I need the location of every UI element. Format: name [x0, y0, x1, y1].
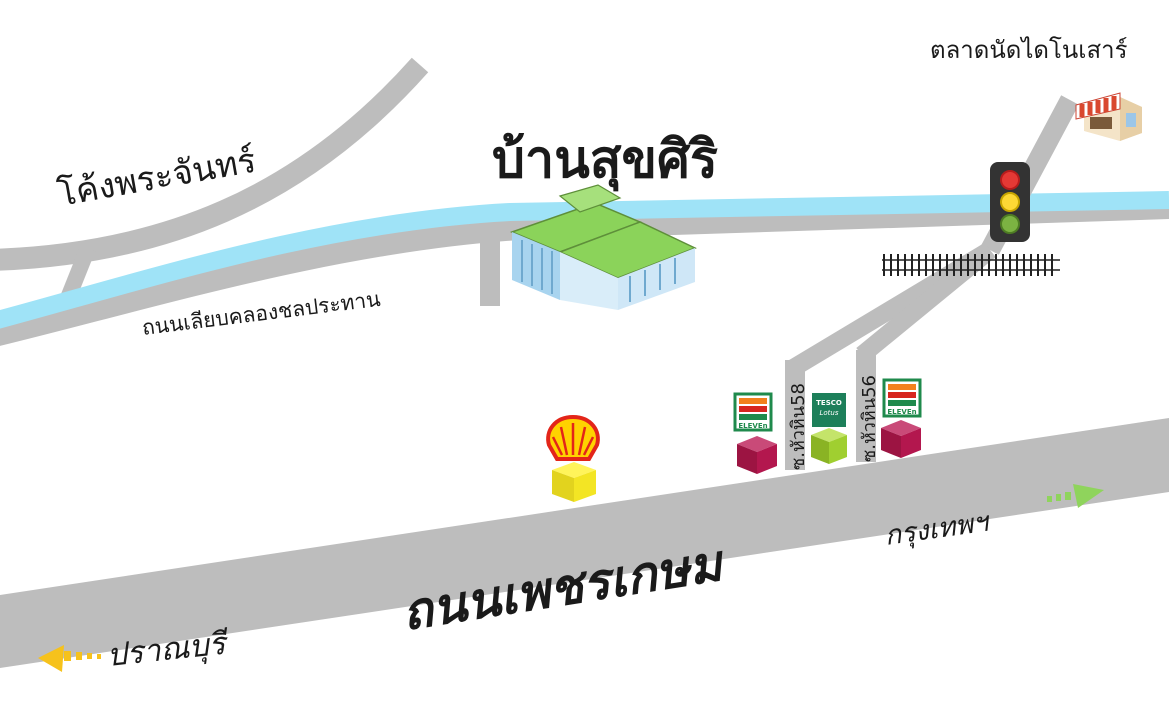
seven-eleven-logo-icon-2: ELEVEn	[882, 378, 922, 418]
arrow-left-icon	[38, 645, 101, 672]
seven-eleven-box-2	[881, 420, 921, 458]
shell-box	[552, 462, 596, 502]
arrow-right-icon	[1047, 484, 1104, 508]
seven-eleven-brand: ELEVEn	[738, 422, 767, 430]
railway-track-icon	[882, 254, 1060, 276]
seven-eleven-logo-icon: ELEVEn	[733, 392, 773, 432]
soi-56-label: ซ.หัวหิน56	[859, 375, 880, 462]
tesco-line1: TESCO	[816, 399, 842, 407]
tesco-box	[811, 428, 847, 464]
soi-58-label: ซ.หัวหิน58	[788, 383, 809, 470]
market-label: ตลาดนัดไดโนเสาร์	[930, 36, 1128, 64]
map-title: บ้านสุขศิริ	[492, 130, 718, 192]
main-road	[0, 418, 1169, 668]
house-icon	[509, 184, 697, 310]
shell-logo-icon	[546, 414, 600, 461]
tesco-lotus-logo-icon: TESCO Lotus	[812, 393, 846, 427]
canal	[0, 191, 1169, 329]
curve-road	[0, 57, 429, 271]
seven-eleven-brand-2: ELEVEn	[887, 408, 916, 416]
seven-eleven-box	[737, 436, 777, 474]
market-shop-icon	[1075, 92, 1142, 141]
canal-road	[0, 195, 1169, 346]
traffic-light-icon	[990, 162, 1030, 242]
tesco-line2: Lotus	[819, 409, 838, 417]
